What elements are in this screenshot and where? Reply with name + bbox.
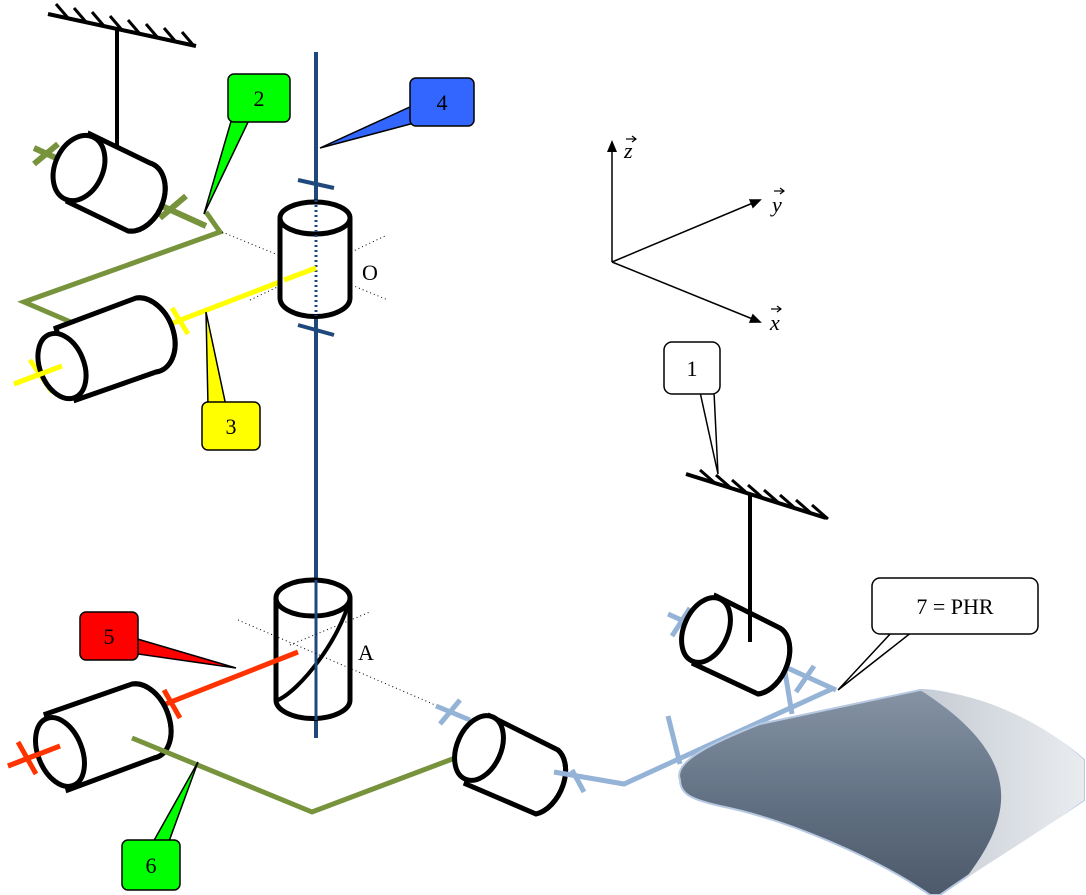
axes-triad bbox=[607, 140, 762, 323]
callout-3-text: 3 bbox=[226, 414, 237, 439]
ground-top-left bbox=[47, 3, 197, 156]
callout-4-text: 4 bbox=[437, 90, 448, 115]
joint-right bbox=[666, 494, 838, 697]
phr-blade bbox=[678, 688, 1085, 895]
callout-4: 4 bbox=[319, 77, 475, 149]
joint-6-7 bbox=[435, 698, 587, 817]
callout-5: 5 bbox=[79, 611, 237, 669]
link-6-green bbox=[131, 735, 509, 815]
callout-7-text: 7 = PHR bbox=[916, 594, 994, 619]
axis-x-text: x bbox=[769, 310, 780, 335]
axis-y-label: y bbox=[770, 187, 785, 217]
callout-2-text: 2 bbox=[254, 86, 265, 111]
callout-7: 7 = PHR bbox=[837, 577, 1039, 691]
axis-y-text: y bbox=[770, 192, 782, 217]
construction-lines-a bbox=[237, 611, 471, 721]
callout-1: 1 bbox=[663, 341, 721, 475]
link-3-yellow bbox=[13, 265, 317, 404]
callout-2: 2 bbox=[203, 73, 291, 215]
point-a-label: A bbox=[358, 640, 374, 665]
cylinder-a bbox=[273, 577, 353, 721]
axis-z-text: z bbox=[623, 138, 633, 163]
callout-1-text: 1 bbox=[687, 356, 698, 381]
joint-top-left bbox=[32, 130, 208, 234]
callout-6: 6 bbox=[121, 761, 199, 891]
axis-x-label: x bbox=[769, 305, 782, 335]
link-2-crank bbox=[17, 210, 224, 329]
callout-5-text: 5 bbox=[104, 624, 115, 649]
callout-6-text: 6 bbox=[146, 853, 157, 878]
cylinder-o bbox=[277, 199, 353, 319]
point-o-label: O bbox=[362, 260, 378, 285]
link-5-red bbox=[7, 649, 299, 794]
callout-3: 3 bbox=[201, 311, 261, 451]
axis-z-label: z bbox=[623, 135, 637, 163]
